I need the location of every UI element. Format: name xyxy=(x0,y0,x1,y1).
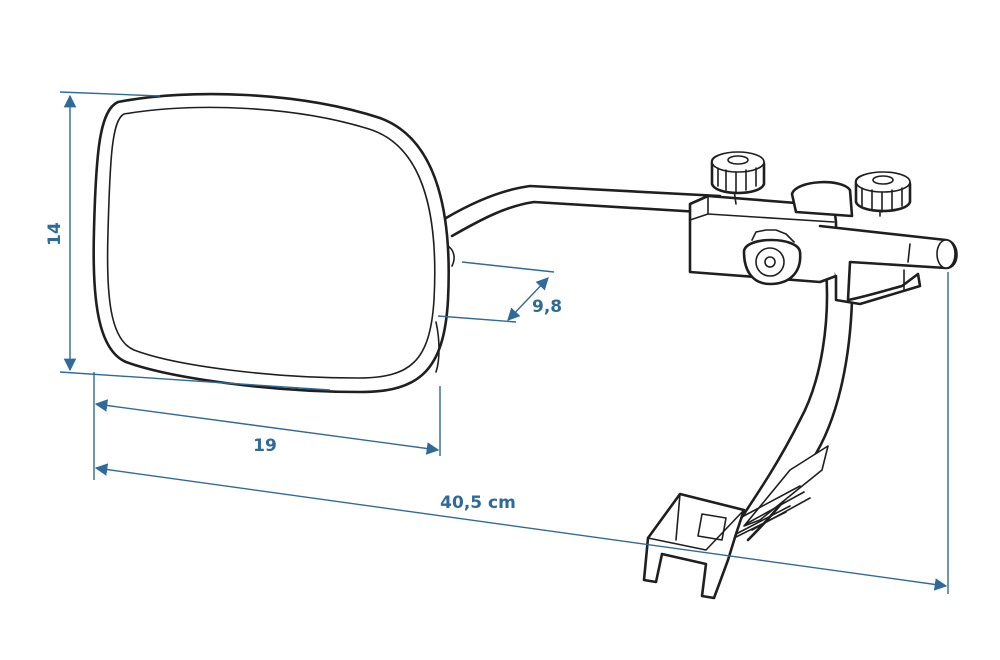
depth-arrow xyxy=(507,277,549,321)
height-label: 14 xyxy=(45,222,65,246)
mirror-width-label: 19 xyxy=(253,436,277,456)
height-extension-bottom xyxy=(59,371,331,391)
depth-dimension: 9,8 xyxy=(437,261,562,323)
mirror-width-arrow xyxy=(94,399,440,455)
total-length-label: 40,5 cm xyxy=(440,493,516,513)
height-extension-top xyxy=(59,91,161,97)
depth-extension-bottom xyxy=(437,315,517,323)
clamp-bracket xyxy=(642,151,958,600)
total-length-dimension: 40,5 cm xyxy=(94,272,949,594)
knob-left xyxy=(710,151,766,205)
total-length-arrow xyxy=(94,463,948,591)
depth-extension-top xyxy=(461,261,555,273)
height-dimension: 14 xyxy=(45,91,331,391)
knob-right xyxy=(854,171,912,217)
knob-front xyxy=(742,229,802,286)
mirror-head xyxy=(92,92,450,394)
mirror-width-dimension: 19 xyxy=(93,372,441,480)
mirror-arm xyxy=(444,184,722,267)
depth-label: 9,8 xyxy=(532,297,562,317)
